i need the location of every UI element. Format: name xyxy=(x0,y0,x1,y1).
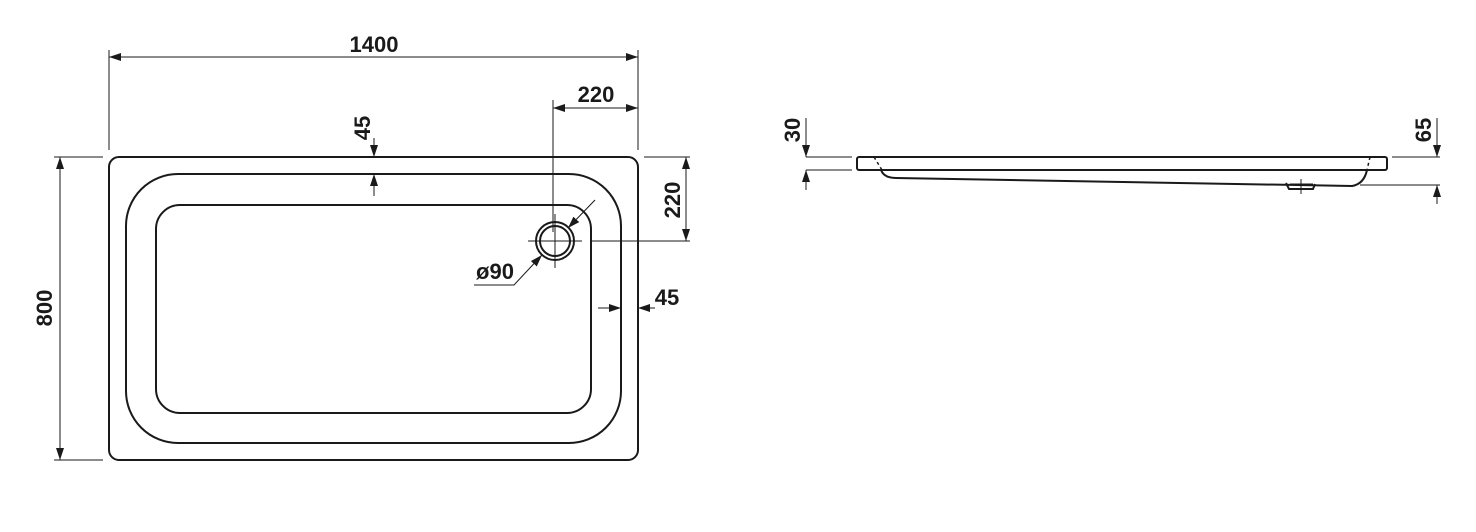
dimension-width: 1400 xyxy=(108,32,639,150)
dimension-total-height: 65 xyxy=(1360,118,1441,204)
drain xyxy=(528,214,582,268)
dimension-rim-top: 45 xyxy=(350,116,378,196)
dimension-label-drain-y: 220 xyxy=(660,182,685,219)
dimension-rim-side: 45 xyxy=(598,285,679,312)
dimension-rim-height: 30 xyxy=(780,118,852,190)
side-view: 30 65 xyxy=(780,118,1441,204)
tray-outer-rim xyxy=(108,156,639,461)
dimension-drain-offset-y: 220 xyxy=(591,156,690,242)
dimension-label-drain-x: 220 xyxy=(578,82,615,107)
dimension-label-total-height: 65 xyxy=(1411,118,1436,142)
dimension-label-rim-side: 45 xyxy=(655,285,679,310)
dimension-label-width: 1400 xyxy=(350,32,399,57)
dimension-label-rim-top: 45 xyxy=(350,116,375,140)
tray-rim-profile xyxy=(856,156,1388,171)
tray-basin-edge xyxy=(125,173,622,444)
dimension-drain-offset-x: 220 xyxy=(552,82,638,232)
dimension-drain-diameter: ø90 xyxy=(474,199,596,286)
dimension-label-rim-height: 30 xyxy=(780,118,805,142)
plan-view: 1400 220 45 220 45 xyxy=(32,32,690,461)
dimension-depth: 800 xyxy=(32,156,103,461)
drain-profile xyxy=(1285,179,1316,194)
dimension-label-drain-diameter: ø90 xyxy=(476,259,514,284)
tray-floor xyxy=(155,204,592,414)
dimension-label-depth: 800 xyxy=(32,290,57,327)
tray-basin-profile xyxy=(880,169,1368,188)
